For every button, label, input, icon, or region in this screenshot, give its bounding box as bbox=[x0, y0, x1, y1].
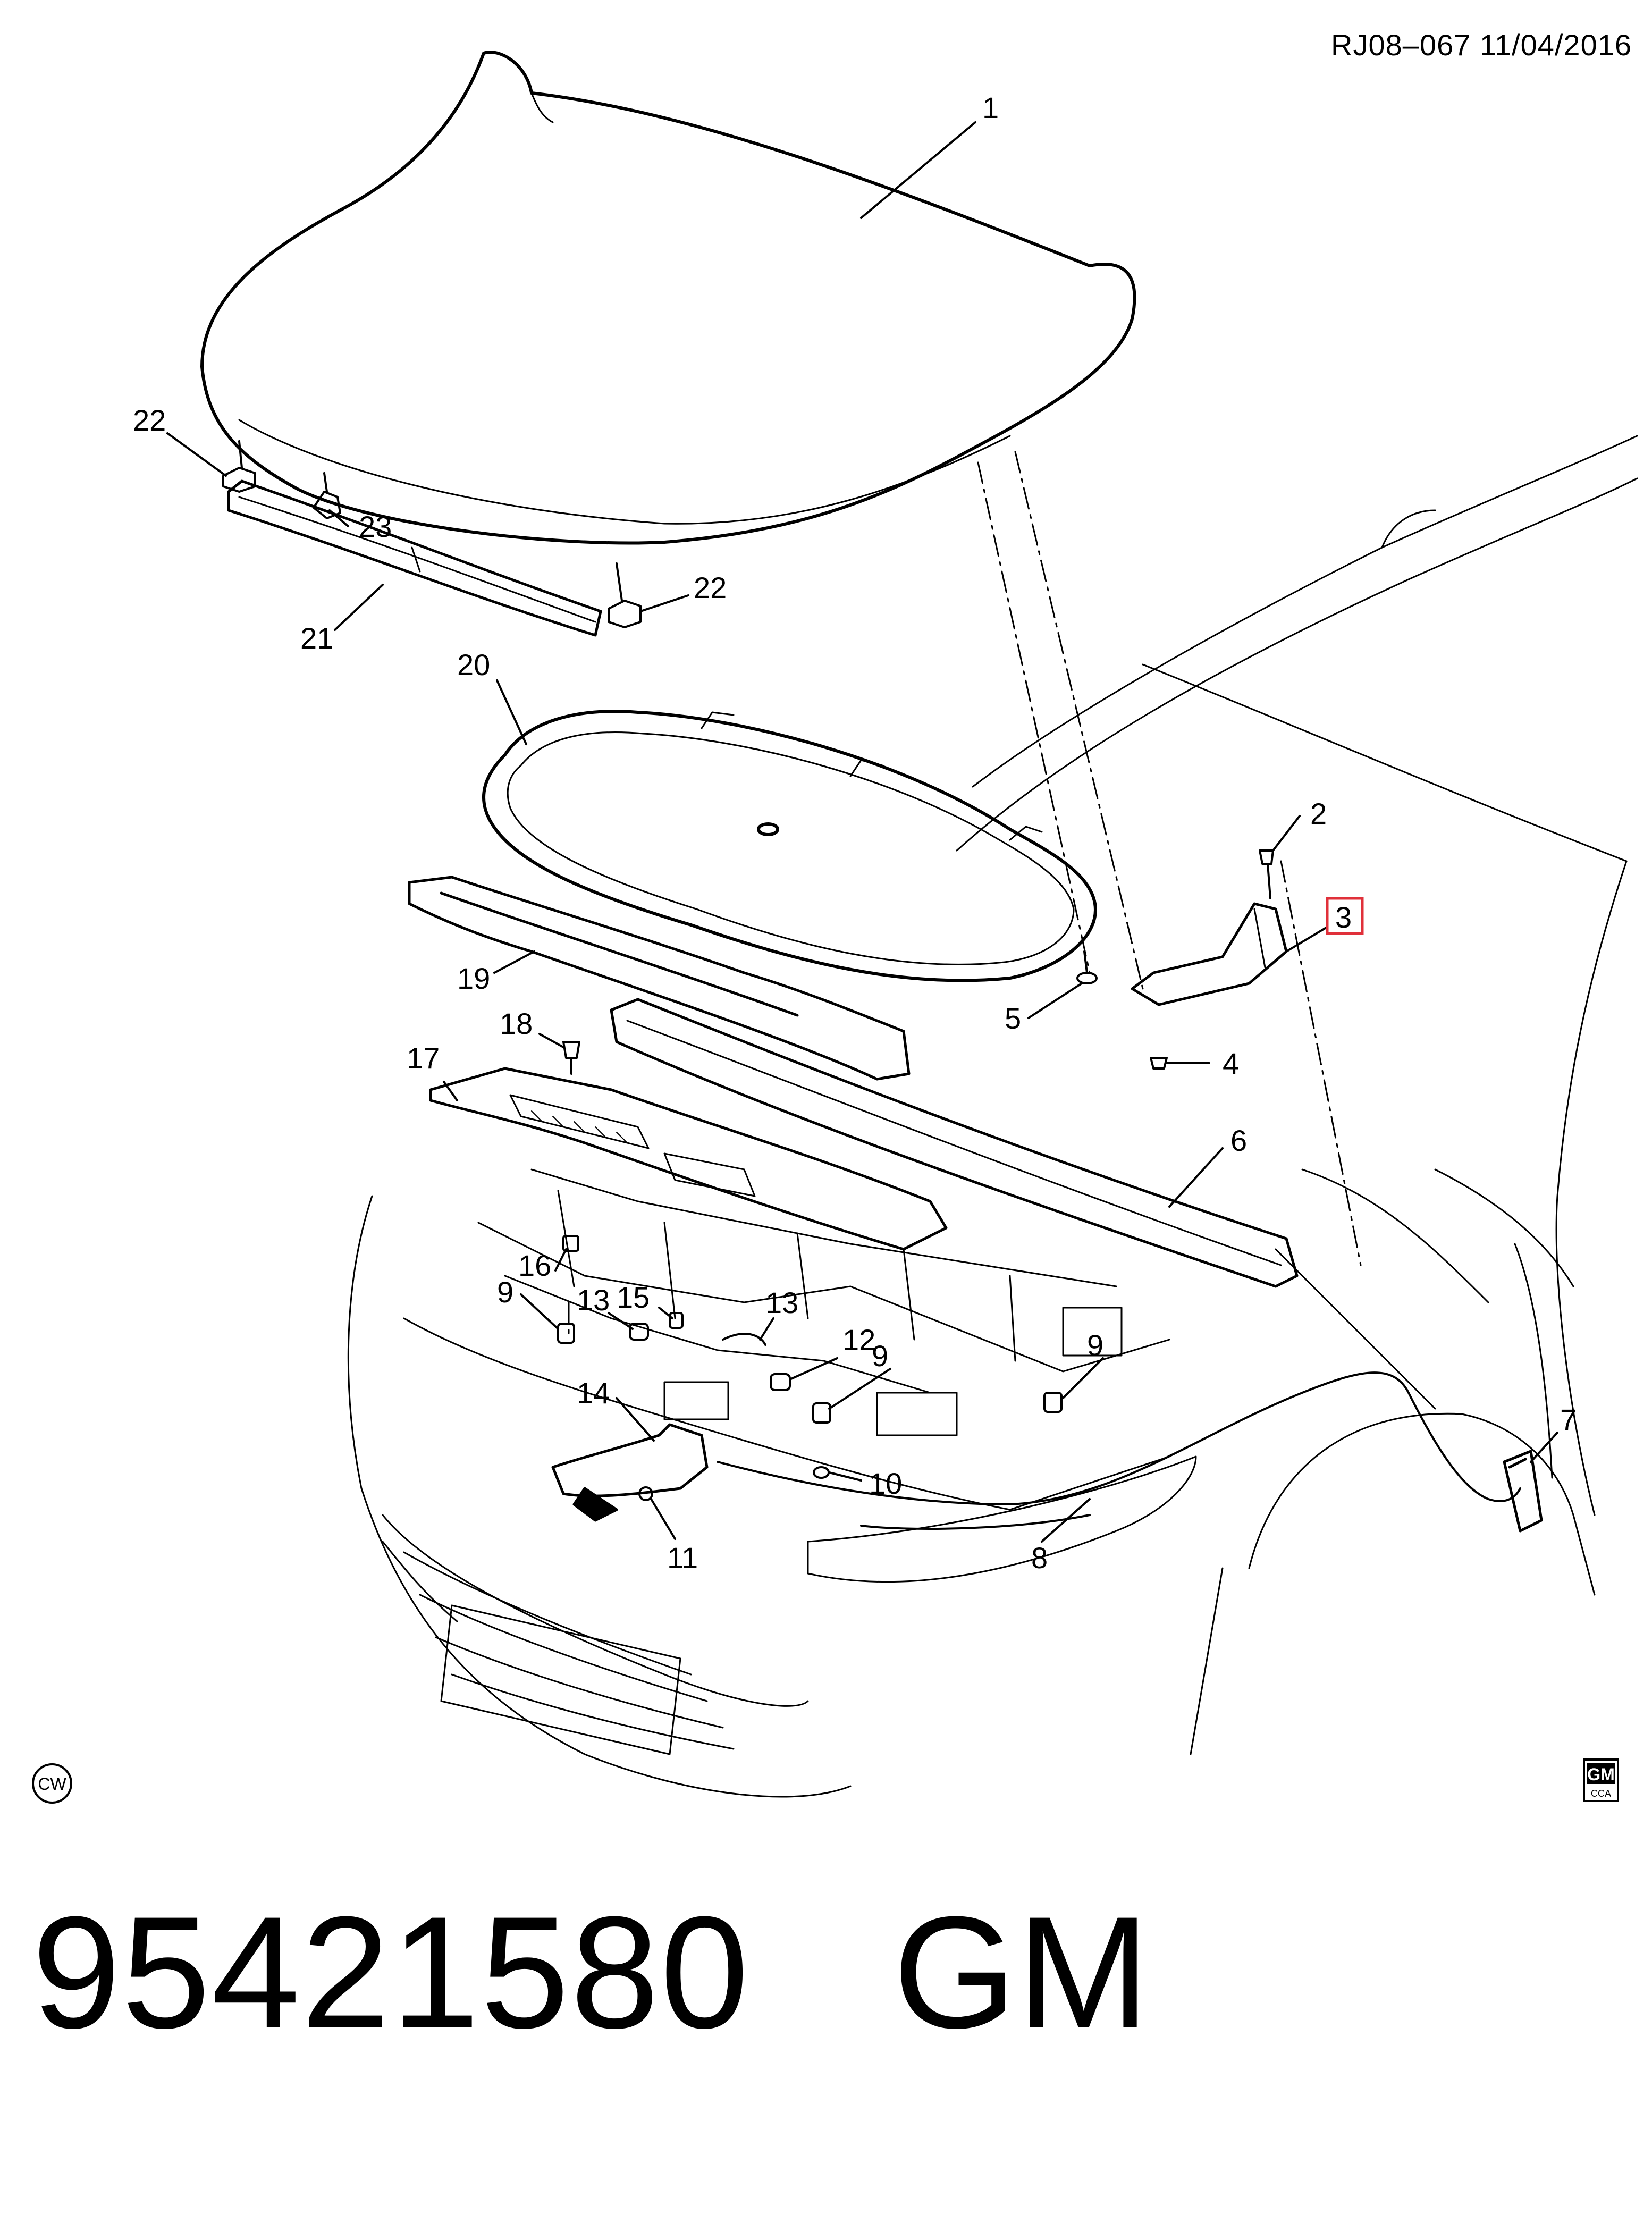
callout-9-mid: 9 bbox=[872, 1339, 888, 1373]
vehicle-body-outline bbox=[347, 435, 1638, 1798]
release-cable bbox=[717, 1371, 1521, 1530]
hood-front-seal bbox=[227, 479, 602, 637]
callout-13-left: 13 bbox=[577, 1283, 610, 1317]
callout-7: 7 bbox=[1560, 1403, 1577, 1436]
callout-4: 4 bbox=[1223, 1047, 1239, 1080]
callout-13-right: 13 bbox=[765, 1286, 798, 1319]
clip-15 bbox=[669, 1312, 684, 1329]
callout-9-right: 9 bbox=[1087, 1328, 1103, 1362]
callout-10: 10 bbox=[869, 1467, 902, 1500]
hinge-bolt-top bbox=[1259, 849, 1274, 899]
callout-2: 2 bbox=[1310, 797, 1327, 830]
hood-insulator bbox=[482, 710, 1097, 982]
hinge-bolt-bottom bbox=[1150, 1057, 1168, 1070]
callout-8: 8 bbox=[1031, 1541, 1048, 1575]
callout-leaders bbox=[166, 121, 1558, 1543]
callout-23: 23 bbox=[359, 510, 392, 543]
callout-12: 12 bbox=[842, 1323, 875, 1357]
hood-support-bar bbox=[408, 876, 911, 1081]
rear-weatherstrip bbox=[610, 998, 1299, 1288]
drawing-code: RJ08–067 11/04/2016 bbox=[1331, 28, 1632, 62]
gm-cca-logo: GM CCA bbox=[1583, 1758, 1619, 1802]
callout-19: 19 bbox=[457, 962, 490, 995]
hood-latch bbox=[551, 1423, 709, 1522]
callout-15: 15 bbox=[617, 1281, 650, 1314]
hood-bumper-right bbox=[608, 562, 642, 628]
bolt-11 bbox=[638, 1486, 653, 1501]
hood-bumper-left bbox=[222, 440, 256, 493]
hood-seal-clip bbox=[313, 472, 341, 519]
leader-lines bbox=[568, 451, 1362, 1341]
callout-18: 18 bbox=[500, 1007, 533, 1040]
bumper-9-left bbox=[557, 1323, 575, 1344]
hood bbox=[200, 50, 1136, 545]
bumper-12 bbox=[770, 1373, 791, 1391]
callout-3: 3 bbox=[1335, 900, 1352, 934]
nut-10 bbox=[813, 1466, 830, 1479]
clip-13-right bbox=[722, 1333, 766, 1346]
cowl-panel bbox=[429, 1067, 948, 1251]
cowl-fastener bbox=[562, 1041, 580, 1075]
insulator-retainer bbox=[1076, 950, 1098, 984]
brand-name: GM bbox=[893, 1883, 1150, 2061]
callout-14: 14 bbox=[577, 1376, 610, 1410]
bumper-9-right bbox=[1043, 1392, 1063, 1413]
release-handle bbox=[1503, 1450, 1543, 1533]
callout-22-left: 22 bbox=[133, 403, 166, 437]
callout-21: 21 bbox=[300, 621, 333, 655]
engine-bay bbox=[477, 1168, 1170, 1436]
callout-5: 5 bbox=[1005, 1001, 1021, 1035]
callout-16: 16 bbox=[518, 1249, 551, 1282]
callout-11: 11 bbox=[667, 1541, 698, 1575]
callout-1: 1 bbox=[982, 91, 999, 124]
callout-22-right: 22 bbox=[694, 571, 727, 604]
cca-logo-text: CCA bbox=[1591, 1788, 1611, 1799]
callout-17: 17 bbox=[407, 1041, 440, 1075]
sensor-16 bbox=[562, 1235, 579, 1252]
callout-3-highlight bbox=[1326, 897, 1364, 935]
callout-6: 6 bbox=[1230, 1124, 1247, 1157]
cw-mark-text: CW bbox=[38, 1774, 66, 1794]
bumper-13-left bbox=[629, 1323, 649, 1341]
cw-mark: CW bbox=[32, 1763, 72, 1804]
hood-hinge bbox=[1131, 902, 1288, 1006]
bumper-9-mid bbox=[812, 1402, 831, 1424]
gm-logo-text: GM bbox=[1587, 1765, 1615, 1784]
callout-20: 20 bbox=[457, 648, 490, 681]
callout-9-left: 9 bbox=[497, 1275, 513, 1309]
part-number: 95421580 bbox=[32, 1883, 750, 2061]
